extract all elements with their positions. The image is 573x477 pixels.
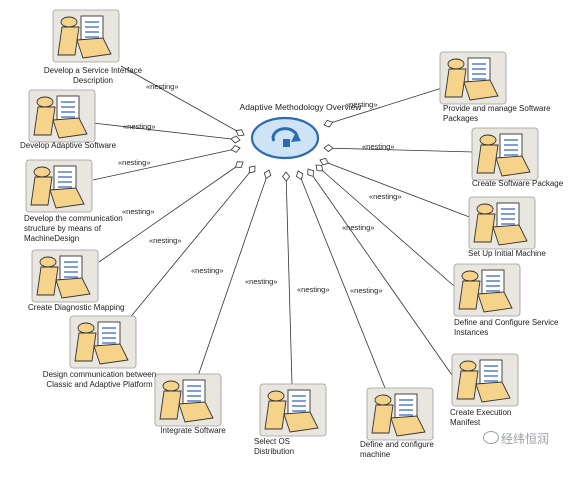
activity-icon bbox=[33, 95, 88, 139]
watermark: 经纬恒润 bbox=[483, 430, 549, 447]
nesting-diamond-provide-manage-software-packages bbox=[323, 119, 334, 128]
nesting-diamond-develop-service-interface bbox=[235, 129, 245, 137]
activity-node-develop-communication-structure[interactable] bbox=[25, 159, 93, 213]
nesting-label: «nesting» bbox=[122, 207, 155, 216]
activity-label-design-communication: Design communication between Classic and… bbox=[42, 370, 157, 389]
activity-label-define-configure-machine: Define and configure machine bbox=[360, 440, 434, 459]
nesting-label: «nesting» bbox=[245, 277, 278, 286]
nesting-edges bbox=[92, 65, 475, 389]
activity-node-create-software-package[interactable] bbox=[471, 127, 539, 181]
nesting-edge-create-software-package bbox=[323, 147, 475, 153]
nesting-label: «nesting» bbox=[362, 142, 395, 151]
nesting-label: «nesting» bbox=[149, 236, 182, 245]
nesting-edge-develop-service-interface bbox=[120, 65, 245, 136]
activity-node-integrate-software[interactable] bbox=[154, 373, 222, 427]
cycle-icon bbox=[271, 127, 301, 147]
activity-icon bbox=[159, 379, 214, 423]
nesting-edge-integrate-software bbox=[197, 169, 270, 377]
activity-label-create-execution-manifest: Create Execution Manifest bbox=[450, 408, 512, 427]
activity-node-design-communication[interactable] bbox=[69, 315, 137, 369]
activity-node-provide-manage-software-packages[interactable] bbox=[439, 51, 507, 105]
nesting-edge-define-configure-service-instances bbox=[315, 164, 455, 287]
activity-label-select-os-distribution: Select OS Distribution bbox=[254, 437, 295, 456]
nesting-edge-design-communication bbox=[127, 165, 256, 321]
activity-label-develop-service-interface: Develop a Service Interface Description bbox=[43, 66, 143, 85]
nesting-diamond-create-execution-manifest bbox=[307, 168, 314, 177]
activity-label-develop-communication-structure: Develop the communication structure by m… bbox=[24, 214, 123, 243]
nesting-label: «nesting» bbox=[297, 285, 330, 294]
activity-icon bbox=[456, 359, 511, 403]
nesting-label: «nesting» bbox=[123, 122, 156, 131]
activity-icon bbox=[57, 15, 112, 59]
nesting-diamond-define-configure-service-instances bbox=[315, 164, 324, 172]
nesting-diamond-set-up-initial-machine bbox=[319, 157, 330, 166]
activity-icon bbox=[74, 321, 129, 365]
nesting-edge-develop-communication-structure bbox=[92, 147, 241, 181]
nesting-edge-provide-manage-software-packages bbox=[323, 87, 443, 126]
activity-icon bbox=[476, 133, 531, 177]
activity-label-provide-manage-software-packages: Provide and manage Software Packages bbox=[443, 104, 551, 123]
nesting-label: «nesting» bbox=[350, 286, 383, 295]
activity-node-develop-service-interface[interactable] bbox=[52, 9, 120, 63]
nesting-label: «nesting» bbox=[191, 266, 224, 275]
activity-icon bbox=[371, 393, 426, 437]
activity-node-define-configure-machine[interactable] bbox=[366, 387, 434, 441]
nesting-label: «nesting» bbox=[345, 100, 378, 109]
nesting-edge-create-execution-manifest bbox=[307, 168, 455, 379]
nesting-edge-develop-adaptive-software bbox=[92, 122, 241, 141]
nesting-diamond-develop-adaptive-software bbox=[230, 135, 241, 144]
nesting-label: «nesting» bbox=[118, 158, 151, 167]
wechat-icon bbox=[483, 431, 499, 444]
nesting-diamond-develop-communication-structure bbox=[230, 145, 241, 153]
activity-node-set-up-initial-machine[interactable] bbox=[468, 196, 536, 250]
activity-label-create-software-package: Create Software Package bbox=[472, 179, 564, 188]
activity-node-create-diagnostic-mapping[interactable] bbox=[31, 249, 99, 303]
nesting-label: «nesting» bbox=[369, 192, 402, 201]
nesting-edge-define-configure-machine bbox=[297, 170, 386, 389]
nesting-diamond-create-diagnostic-mapping bbox=[235, 161, 244, 168]
activity-node-develop-adaptive-software[interactable] bbox=[28, 89, 96, 143]
activity-icon bbox=[30, 165, 85, 209]
nesting-diamond-design-communication bbox=[248, 165, 256, 174]
activity-icon bbox=[444, 57, 499, 101]
activity-nodes bbox=[25, 9, 539, 441]
activity-node-define-configure-service-instances[interactable] bbox=[453, 263, 521, 317]
activity-node-select-os-distribution[interactable] bbox=[259, 383, 327, 437]
nesting-diamond-define-configure-machine bbox=[295, 170, 304, 180]
nesting-edge-set-up-initial-machine bbox=[319, 159, 473, 219]
center-label: Adaptive Methodology Overview bbox=[239, 102, 362, 112]
activity-label-set-up-initial-machine: Set Up Initial Machine bbox=[468, 249, 546, 258]
activity-icon bbox=[458, 269, 513, 313]
nesting-edge-select-os-distribution bbox=[285, 171, 293, 385]
nesting-diamond-integrate-software bbox=[263, 169, 272, 180]
nesting-diamond-create-software-package bbox=[323, 144, 334, 153]
activity-label-integrate-software: Integrate Software bbox=[160, 426, 226, 435]
activity-label-develop-adaptive-software: Develop Adaptive Software bbox=[19, 141, 117, 150]
nesting-label: «nesting» bbox=[342, 223, 375, 232]
activity-label-define-configure-service-instances: Define and Configure Service Instances bbox=[454, 318, 559, 337]
activity-icon bbox=[36, 255, 91, 299]
nesting-diamond-select-os-distribution bbox=[282, 171, 291, 182]
nesting-edge-create-diagnostic-mapping bbox=[98, 161, 244, 263]
activity-label-create-diagnostic-mapping: Create Diagnostic Mapping bbox=[28, 303, 125, 312]
center-ellipse bbox=[250, 116, 320, 160]
activity-node-create-execution-manifest[interactable] bbox=[451, 353, 519, 407]
center-activity[interactable] bbox=[250, 116, 320, 160]
activity-icon bbox=[264, 389, 319, 433]
nesting-label: «nesting» bbox=[146, 82, 179, 91]
activity-icon bbox=[473, 202, 528, 246]
